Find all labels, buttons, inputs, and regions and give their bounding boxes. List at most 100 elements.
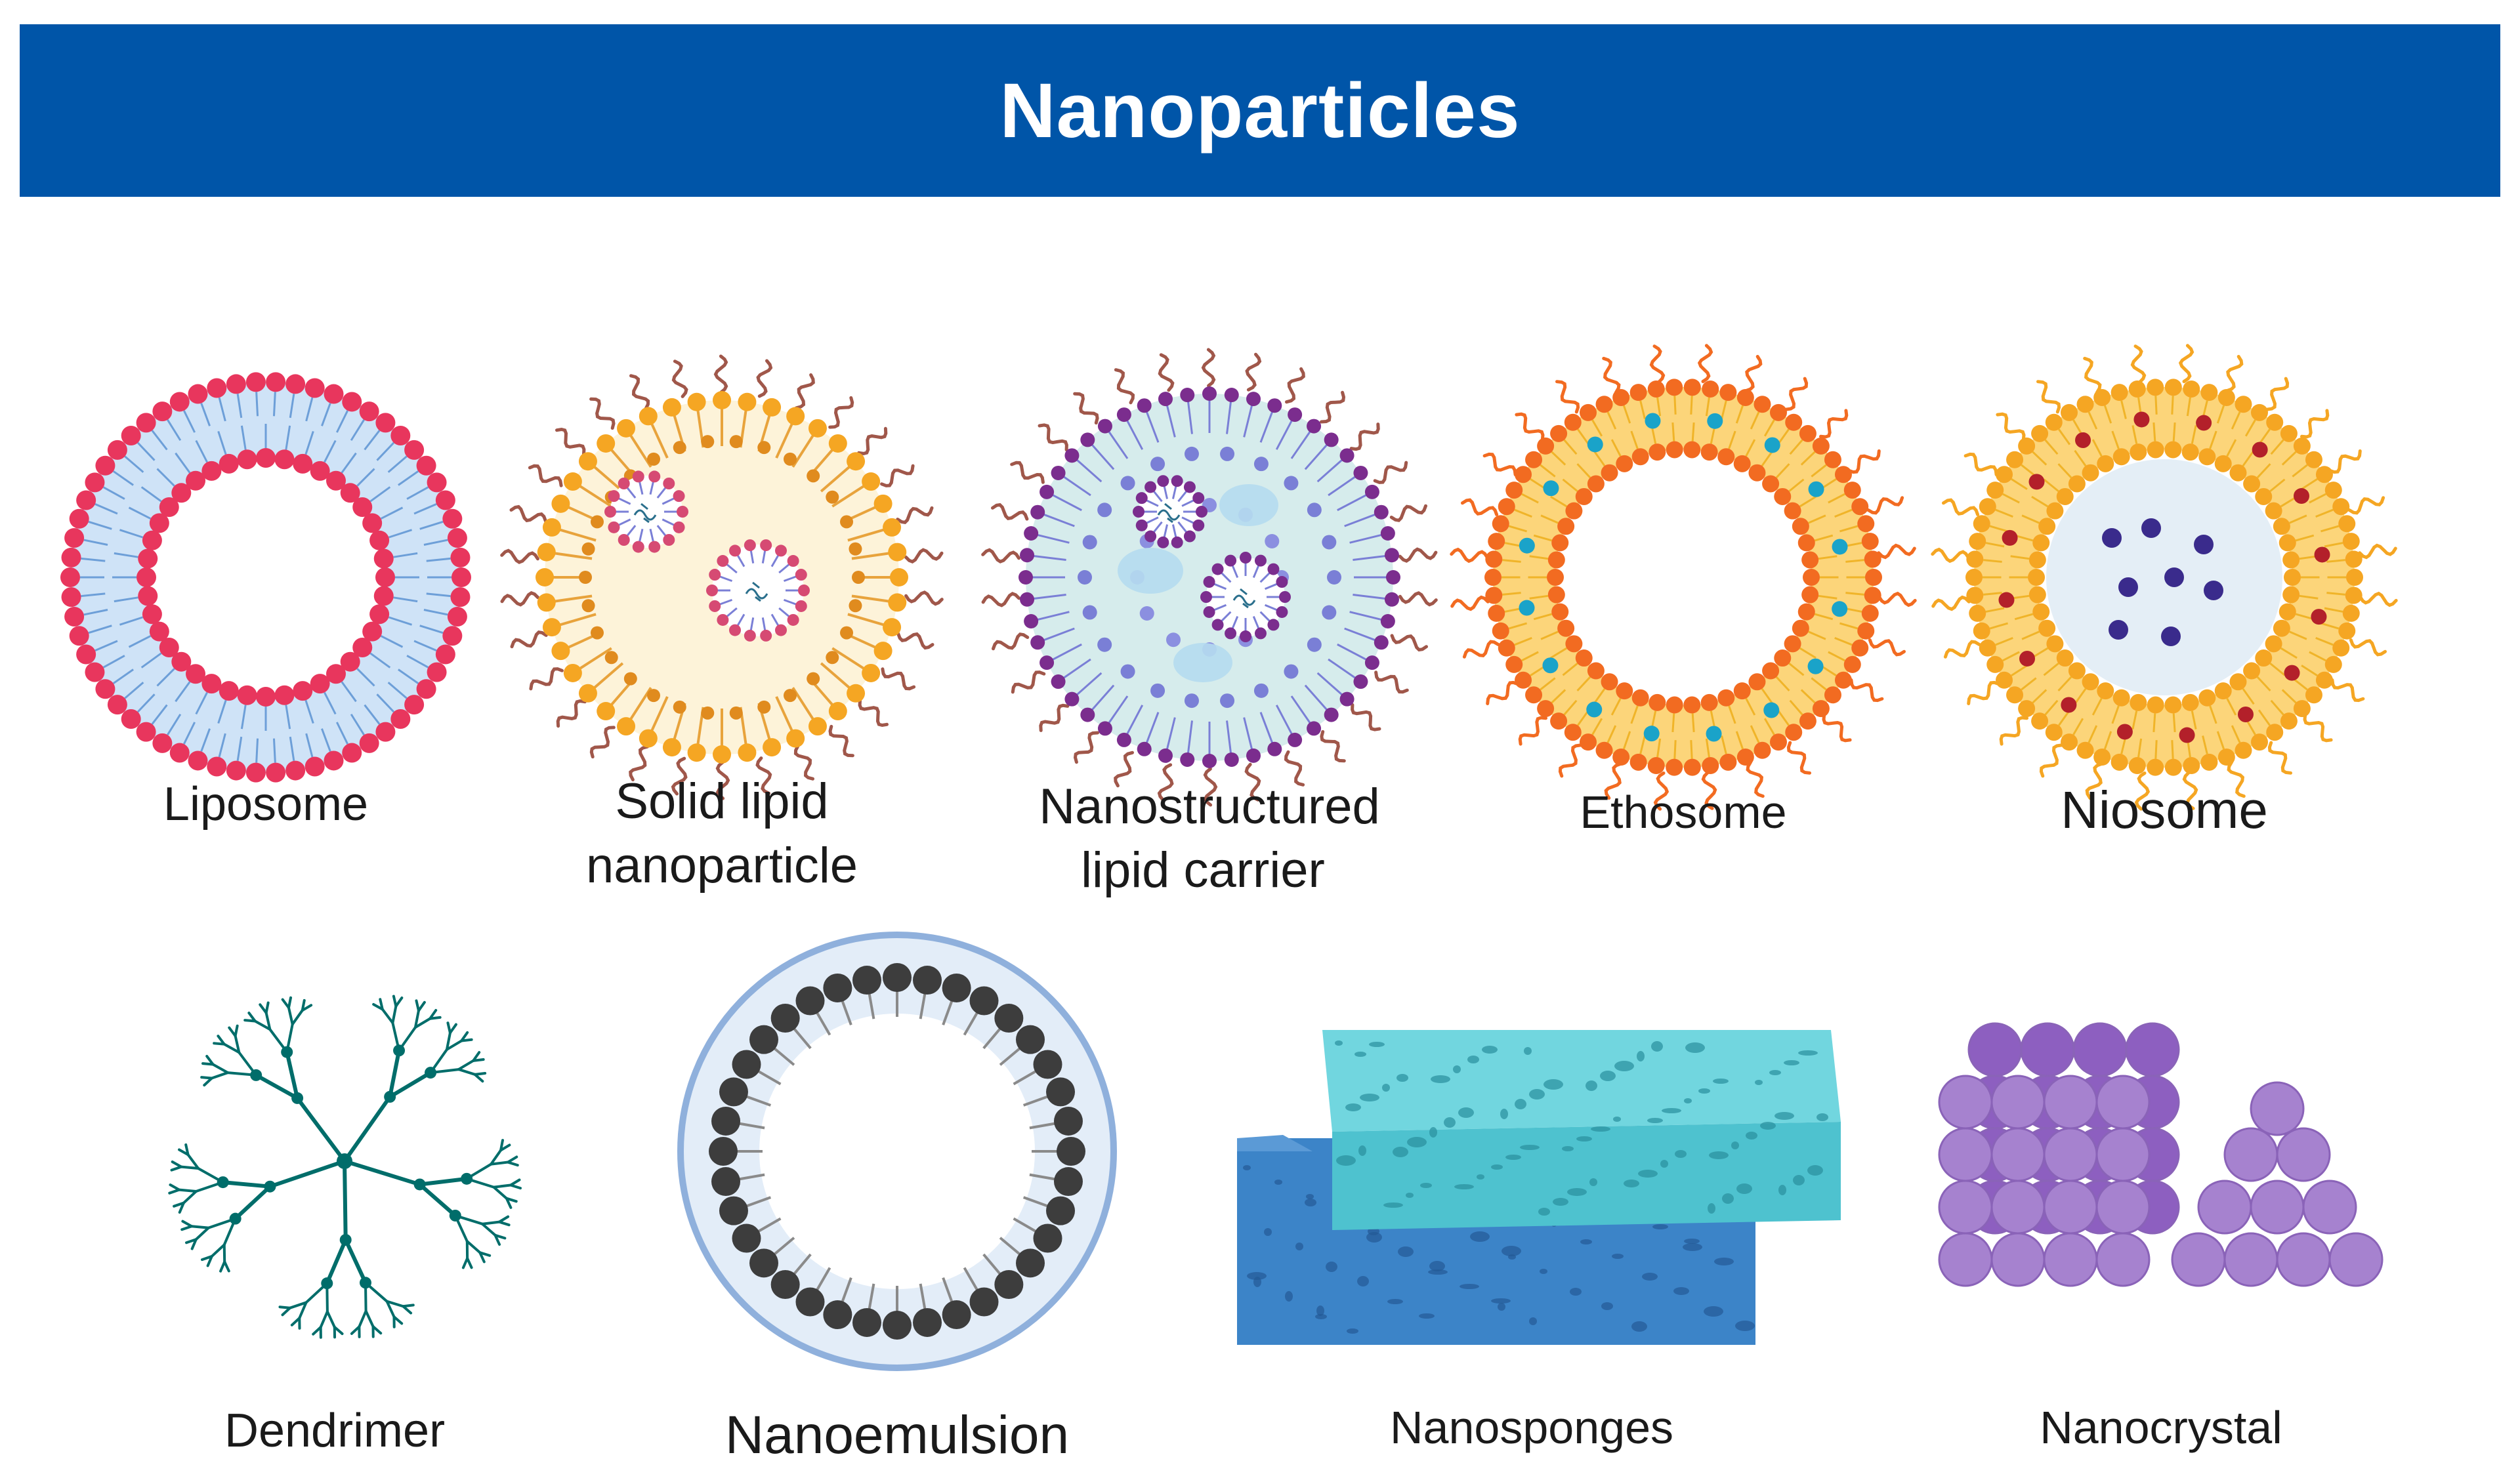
liposome-membrane [70, 382, 461, 773]
liposome-tail [272, 392, 276, 417]
nlc-lipid-head [1267, 398, 1282, 413]
liposome-outer-head [447, 606, 467, 627]
ethosome-outer-head [1505, 482, 1523, 499]
sln-inner-lipid [784, 452, 797, 466]
nlc-inner-lipid [1327, 570, 1341, 585]
ethosome-tail [1529, 594, 1549, 600]
ethosome-outer-head [1595, 396, 1613, 413]
nlc-micelle-b-head [1225, 554, 1237, 567]
niosome-outer-head [2346, 569, 2363, 586]
ethosome-tail [1818, 594, 1838, 600]
sln-inner-lipid [623, 672, 637, 686]
ethosome-inner-head [1601, 464, 1618, 482]
liposome-tail [112, 470, 134, 486]
sln-micelle-a-head [663, 534, 675, 546]
ethosome-inner-head [1801, 551, 1819, 569]
sponge-pore [1264, 1228, 1272, 1236]
ethosome-inner-head [1631, 689, 1649, 707]
sponge-pore [1631, 1321, 1647, 1332]
dendrimer-branch [457, 1059, 475, 1071]
liposome-outer-head [85, 472, 105, 493]
ethosome-inner-head [1565, 635, 1583, 653]
dendrimer-branch [326, 1310, 336, 1328]
nlc-liquid-lipid-droplet [1173, 643, 1232, 682]
dendrimer-branch [194, 1226, 210, 1241]
surfactant-head [852, 966, 881, 995]
sln-inner-lipid [852, 571, 865, 584]
nlc-peg-chain [1320, 390, 1346, 424]
sln-lipid-tail [649, 420, 669, 459]
niosome-outer-head [2324, 655, 2342, 673]
niosome-tail [2072, 718, 2084, 735]
surfactant-head [732, 1223, 761, 1253]
dendrimer-branch [413, 1017, 432, 1029]
dendrimer-branch [379, 998, 384, 1011]
nlc-liquid-lipid-droplet [1219, 484, 1278, 526]
nlc-lipid-tail [1107, 695, 1129, 725]
sln-lipid-tail [556, 613, 597, 627]
sponge-pore [1366, 1232, 1382, 1243]
niosome-tail [2014, 613, 2034, 621]
nlc-lipid-tail [1243, 717, 1253, 751]
ethosome-outer-head [1851, 639, 1869, 657]
liposome-inner-head [274, 449, 295, 470]
nlc-micelle-a-head [1183, 481, 1196, 493]
niosome-peg-chain [2134, 771, 2151, 811]
ethosome-tail [1763, 419, 1775, 437]
niosome-outer-head [2183, 757, 2200, 775]
niosome-tail [2191, 710, 2197, 730]
ethosome-outer-head [1864, 550, 1881, 568]
liposome-tail [419, 625, 444, 634]
niosome-peg-chain [2300, 409, 2330, 439]
liposome-outer-head [450, 547, 471, 567]
liposome-outer-head [450, 587, 471, 607]
liposome-inner-head [159, 637, 179, 657]
ethosome-tail [1610, 697, 1622, 716]
ethosome-outer-head [1525, 686, 1543, 704]
nlc-lipid-head [1202, 386, 1217, 401]
niosome-inner-head [2046, 635, 2064, 653]
sponge-pore [1428, 1269, 1448, 1275]
sponge-pore [1784, 1060, 1799, 1065]
niosome-inner-head [2130, 693, 2147, 711]
lipophilic-drug [2314, 546, 2330, 563]
liposome-tail [305, 397, 314, 422]
sponge-pore [1642, 1273, 1658, 1281]
liposome-outer-head [285, 760, 306, 781]
sponge-pore [1769, 1070, 1781, 1075]
dendrimer-branch [264, 1011, 272, 1031]
ethosome-peg-chain [1450, 595, 1490, 611]
ethosome-peg-chain [1649, 344, 1666, 384]
surfactant-head [1033, 1223, 1062, 1253]
dendrimer-branch [391, 1004, 398, 1025]
ethosome-outer-head [1861, 533, 1879, 550]
nanoemulsion-oil-core [759, 1014, 1035, 1289]
ethosome-outer-head [1770, 403, 1787, 421]
sponge-pore [1647, 1118, 1663, 1123]
nlc-lipid-head [1353, 465, 1368, 480]
ethosome-outer-head [1564, 413, 1582, 431]
liposome-outer-head [136, 413, 156, 433]
niosome-outer-head [2076, 741, 2094, 759]
niosome-peg-chain [2330, 678, 2365, 703]
sln-micelle-a-head [663, 477, 675, 489]
nlc-liquid-lipid-droplet [1118, 548, 1183, 594]
ethosome-tail [1775, 676, 1790, 691]
sponge-pore [1651, 1041, 1663, 1052]
nlc-peg-chain [1284, 750, 1305, 787]
dendrimer-branch [358, 1309, 368, 1328]
nanoemulsion-illustration [677, 932, 1117, 1371]
nlc-peg-chain [1374, 670, 1409, 694]
sponge-pore [1540, 1269, 1547, 1274]
nlc-lipid-head [1364, 655, 1379, 670]
surfactant-head [883, 963, 912, 992]
niosome-label: Niosome [2061, 781, 2268, 839]
nlc-lipid-tail [1186, 720, 1193, 755]
sponge-pore [1807, 1165, 1823, 1176]
nlc-lipid-tail [1107, 430, 1129, 459]
nlc-lipid-tail [1145, 410, 1160, 443]
nanocrystal-unit [1938, 1075, 1993, 1130]
sln-lipid-head [847, 684, 866, 703]
nlc-micelle-b-head [1200, 591, 1212, 603]
nlc-micelle-b-head [1240, 630, 1251, 642]
